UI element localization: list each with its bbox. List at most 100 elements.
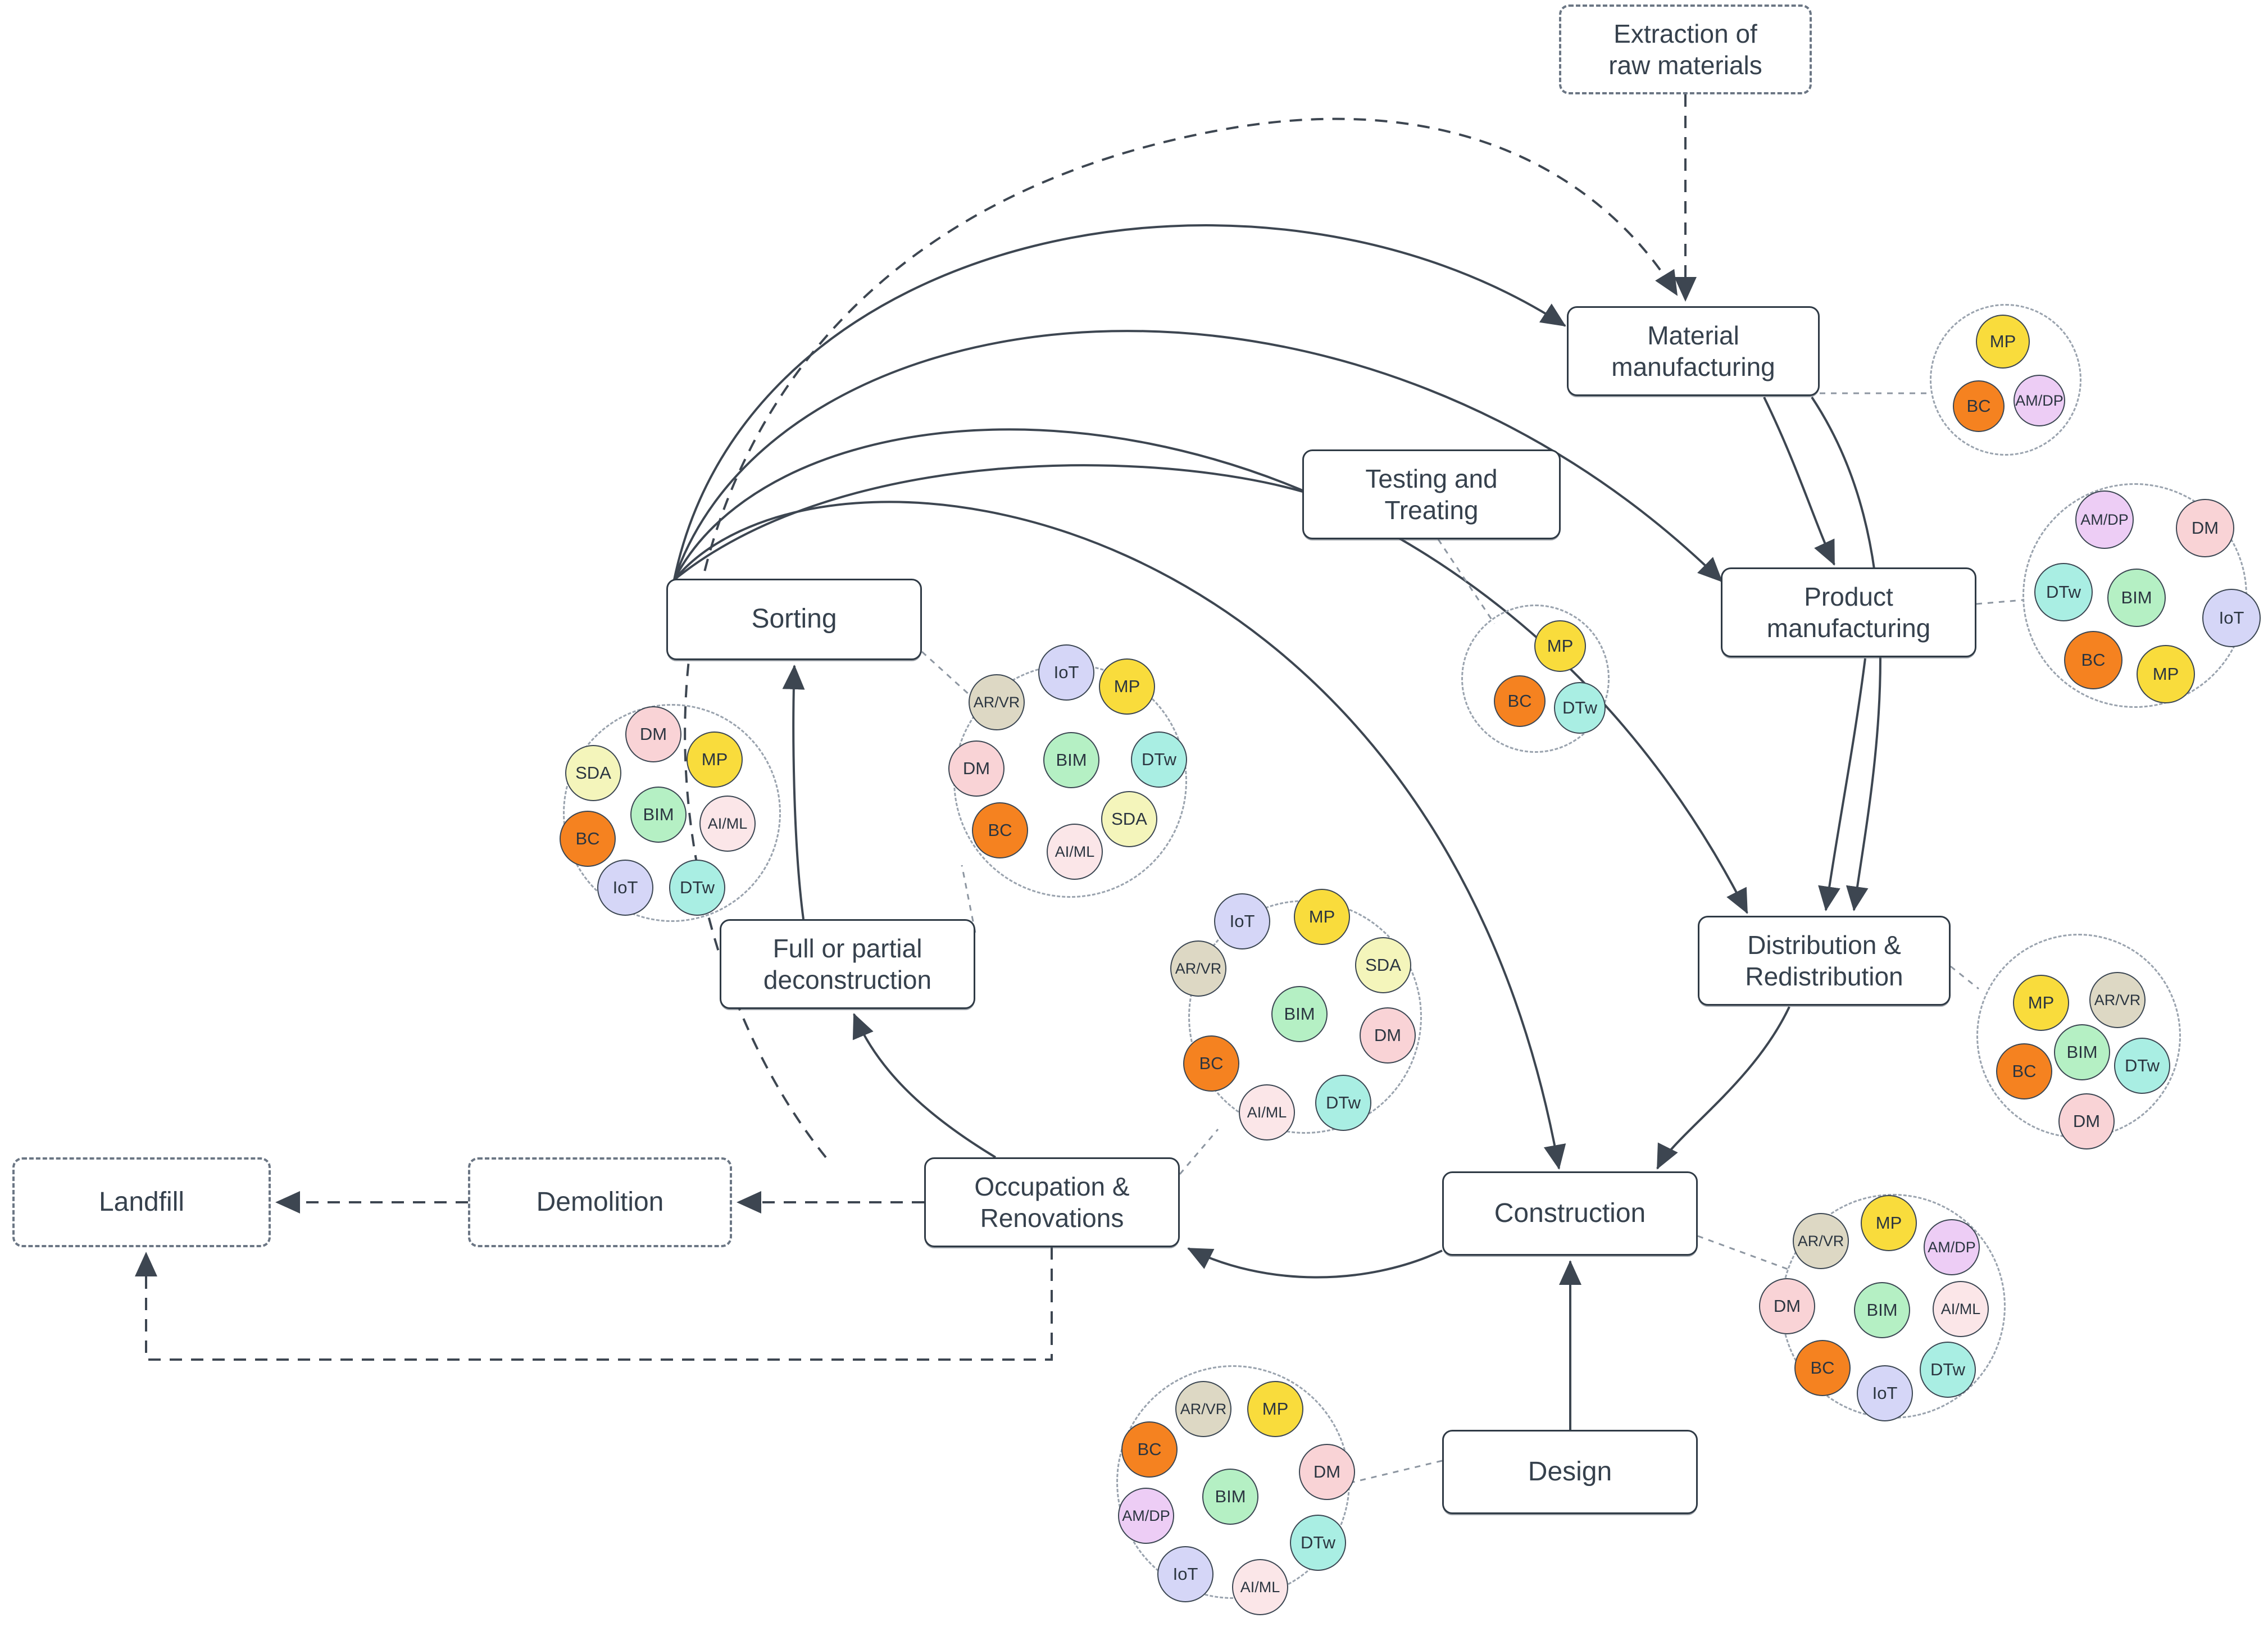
tech-bubble-mp[interactable]: MP [687,731,743,788]
tech-bubble-dm[interactable]: DM [1759,1278,1815,1334]
tech-bubble-ai-ml[interactable]: AI/ML [1239,1084,1295,1140]
tech-bubble-mp[interactable]: MP [1099,658,1155,715]
process-node-sorting[interactable]: Sorting [666,579,922,660]
tech-bubble-am-dp[interactable]: AM/DP [2014,375,2065,426]
tech-bubble-dtw[interactable]: DTw [1554,682,1606,734]
edge-deconstruction-to-sorting [782,665,805,920]
tech-bubble-iot[interactable]: IoT [1857,1365,1913,1421]
node-label-line2: manufacturing [1766,614,1931,643]
tech-bubble-am-dp[interactable]: AM/DP [1924,1219,1980,1275]
node-label-line1: Extraction of [1613,19,1757,48]
tech-bubble-bim[interactable]: BIM [2107,569,2166,627]
tech-bubble-mp[interactable]: MP [1861,1195,1917,1251]
leader-occupation [1179,1129,1219,1175]
edge-occupation-to-landfill [135,1247,1053,1361]
tech-bubble-ar-vr[interactable]: AR/VR [1170,940,1226,997]
tech-bubble-dm[interactable]: DM [2058,1093,2115,1149]
node-label-line1: Testing and [1365,463,1498,493]
tech-bubble-bim[interactable]: BIM [1271,986,1328,1042]
tech-bubble-sda[interactable]: SDA [1101,791,1157,847]
process-node-distribution[interactable]: Distribution &Redistribution [1698,916,1951,1006]
tech-bubble-dtw[interactable]: DTw [2114,1038,2170,1094]
node-label-line1: Construction [1494,1198,1646,1228]
edge-product-manufacturing-to-distribution [1818,658,1866,911]
tech-bubble-sda[interactable]: SDA [565,745,621,801]
tech-bubble-bim[interactable]: BIM [1043,732,1099,788]
node-label-line1: Material [1647,320,1739,350]
tech-bubble-bim[interactable]: BIM [1854,1282,1910,1338]
tech-bubble-am-dp[interactable]: AM/DP [2075,490,2134,549]
node-label-line1: Demolition [536,1187,664,1217]
edge-construction-to-occupation [1187,1247,1443,1279]
tech-bubble-bc[interactable]: BC [1494,675,1546,727]
tech-bubble-dtw[interactable]: DTw [669,860,725,916]
process-node-design[interactable]: Design [1442,1430,1698,1514]
tech-bubble-mp[interactable]: MP [1294,889,1350,945]
process-node-demolition[interactable]: Demolition [468,1157,732,1247]
tech-bubble-dm[interactable]: DM [1360,1007,1416,1064]
tech-bubble-mp[interactable]: MP [1247,1381,1303,1437]
node-label-line1: Distribution & [1747,930,1901,960]
tech-bubble-dtw[interactable]: DTw [2034,563,2093,621]
leader-design [1348,1460,1443,1484]
leader-construction [1697,1235,1790,1271]
tech-bubble-dtw[interactable]: DTw [1131,731,1187,788]
tech-bubble-ar-vr[interactable]: AR/VR [2089,972,2146,1028]
tech-bubble-bc[interactable]: BC [1953,380,2005,432]
tech-bubble-bc[interactable]: BC [560,811,616,867]
process-node-construction[interactable]: Construction [1442,1171,1698,1256]
tech-bubble-iot[interactable]: IoT [1214,893,1270,949]
tech-cluster-ring-material_mfg [1930,304,2081,456]
tech-bubble-bc[interactable]: BC [1183,1035,1239,1092]
edge-material-manufacturing-to-distribution [1811,396,1881,911]
tech-bubble-bc[interactable]: BC [1794,1340,1851,1396]
tech-bubble-iot[interactable]: IoT [1157,1546,1213,1602]
tech-bubble-dm[interactable]: DM [948,740,1005,797]
tech-bubble-dtw[interactable]: DTw [1920,1342,1976,1398]
tech-bubble-mp[interactable]: MP [2137,645,2195,703]
tech-bubble-ai-ml[interactable]: AI/ML [1232,1559,1288,1615]
tech-bubble-ai-ml[interactable]: AI/ML [699,796,756,852]
edge-sorting-to-testing [673,464,1305,581]
tech-bubble-am-dp[interactable]: AM/DP [1118,1488,1174,1544]
edge-occupation-to-deconstruction [852,1013,997,1158]
node-label-line2: Redistribution [1745,962,1903,991]
tech-bubble-bim[interactable]: BIM [630,787,687,843]
tech-bubble-dtw[interactable]: DTw [1290,1515,1346,1571]
process-node-occupation[interactable]: Occupation &Renovations [924,1157,1180,1247]
tech-bubble-iot[interactable]: IoT [1038,644,1094,701]
node-label-line2: Renovations [980,1203,1124,1233]
tech-bubble-dtw[interactable]: DTw [1315,1075,1371,1131]
tech-bubble-dm[interactable]: DM [625,706,681,762]
tech-bubble-ar-vr[interactable]: AR/VR [969,674,1025,730]
tech-bubble-mp[interactable]: MP [2013,975,2069,1031]
tech-bubble-ar-vr[interactable]: AR/VR [1175,1381,1231,1437]
tech-bubble-ai-ml[interactable]: AI/ML [1933,1281,1989,1337]
tech-bubble-iot[interactable]: IoT [2202,589,2261,647]
tech-bubble-dm[interactable]: DM [2176,499,2234,557]
tech-bubble-mp[interactable]: MP [1534,620,1586,672]
tech-bubble-ai-ml[interactable]: AI/ML [1047,824,1103,880]
tech-bubble-bim[interactable]: BIM [2054,1024,2110,1080]
tech-bubble-bc[interactable]: BC [1996,1043,2052,1099]
tech-bubble-dm[interactable]: DM [1299,1444,1355,1500]
tech-bubble-ar-vr[interactable]: AR/VR [1793,1213,1849,1269]
tech-bubble-sda[interactable]: SDA [1355,937,1411,993]
edge-sorting-to-construction [673,501,1566,1170]
tech-bubble-iot[interactable]: IoT [597,860,653,916]
node-label-line1: Landfill [98,1187,185,1217]
leader-product-manufacturing [1976,599,2024,605]
edge-material-manufacturing-to-product-manufacturing [1763,397,1835,566]
tech-bubble-bc[interactable]: BC [972,802,1028,858]
process-node-landfill[interactable]: Landfill [12,1157,271,1247]
tech-bubble-bc[interactable]: BC [2064,631,2122,689]
tech-bubble-bim[interactable]: BIM [1202,1469,1258,1525]
tech-bubble-bc[interactable]: BC [1121,1421,1178,1478]
tech-bubble-mp[interactable]: MP [1976,315,2030,369]
